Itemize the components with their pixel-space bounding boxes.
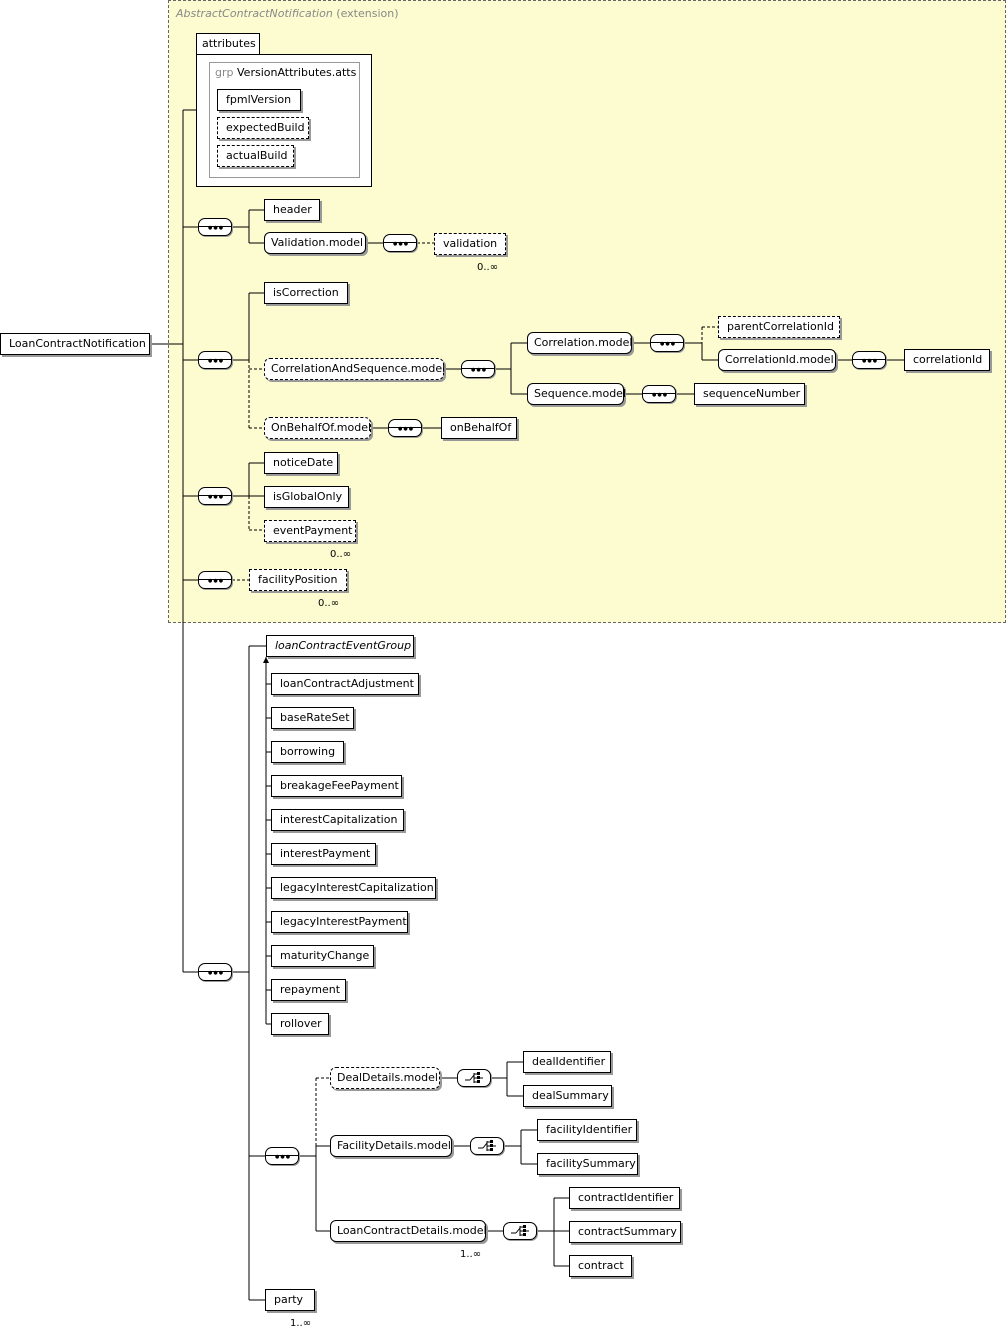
choice-icon <box>503 1222 537 1240</box>
attribute-group-label: grp VersionAttributes.atts <box>215 66 357 79</box>
element-dealIdentifier[interactable]: dealIdentifier <box>523 1051 611 1073</box>
sequence-icon <box>265 1147 299 1165</box>
element-eventPayment[interactable]: eventPayment <box>264 520 359 545</box>
group-correlationId-model[interactable]: CorrelationId.model <box>718 349 836 371</box>
element-contractIdentifier[interactable]: contractIdentifier <box>569 1187 680 1209</box>
cardinality-label: 0..∞ <box>477 262 499 273</box>
sequence-icon <box>642 385 676 403</box>
sequence-icon <box>388 419 422 437</box>
element-legacyInterestCapitalization[interactable]: legacyInterestCapitalization <box>271 877 436 899</box>
group-validation-model[interactable]: Validation.model <box>264 232 366 254</box>
element-maturityChange[interactable]: maturityChange <box>271 945 374 967</box>
cardinality-label: 1..∞ <box>290 1318 312 1329</box>
element-isGlobalOnly[interactable]: isGlobalOnly <box>264 486 349 508</box>
extension-title: AbstractContractNotification (extension) <box>176 7 399 20</box>
element-onBehalfOf[interactable]: onBehalfOf <box>441 417 517 439</box>
element-facilityPosition[interactable]: facilityPosition <box>249 569 350 594</box>
element-interestPayment[interactable]: interestPayment <box>271 843 376 865</box>
element-legacyInterestPayment[interactable]: legacyInterestPayment <box>271 911 408 933</box>
sequence-icon <box>650 334 684 352</box>
sequence-icon <box>461 360 495 378</box>
element-contractSummary[interactable]: contractSummary <box>569 1221 681 1243</box>
element-header[interactable]: header <box>264 199 320 221</box>
element-loanContractEventGroup[interactable]: loanContractEventGroup <box>266 635 414 657</box>
sequence-icon <box>198 487 232 505</box>
choice-icon <box>457 1069 491 1087</box>
element-loanContractAdjustment[interactable]: loanContractAdjustment <box>271 673 419 695</box>
attr-actualBuild[interactable]: actualBuild <box>217 145 294 167</box>
element-interestCapitalization[interactable]: interestCapitalization <box>271 809 404 831</box>
group-dealDetails-model[interactable]: DealDetails.model <box>330 1067 440 1089</box>
cardinality-label: 0..∞ <box>318 598 340 609</box>
cardinality-label: 0..∞ <box>330 549 352 560</box>
element-facilityIdentifier[interactable]: facilityIdentifier <box>537 1119 637 1141</box>
element-correlationId[interactable]: correlationId <box>904 349 990 371</box>
sequence-icon <box>852 351 886 369</box>
element-borrowing[interactable]: borrowing <box>271 741 344 763</box>
sequence-icon <box>198 351 232 369</box>
sequence-icon <box>198 218 232 236</box>
element-facilitySummary[interactable]: facilitySummary <box>537 1153 638 1175</box>
attribute-group-panel <box>209 62 360 178</box>
group-sequence-model[interactable]: Sequence.model <box>527 383 626 405</box>
sequence-icon <box>383 234 417 252</box>
element-rollover[interactable]: rollover <box>271 1013 329 1035</box>
element-baseRateSet[interactable]: baseRateSet <box>271 707 354 729</box>
attr-expectedBuild[interactable]: expectedBuild <box>217 117 309 139</box>
group-correlation-and-sequence-model[interactable]: CorrelationAndSequence.model <box>264 358 445 380</box>
group-facilityDetails-model[interactable]: FacilityDetails.model <box>330 1135 452 1157</box>
element-isCorrection[interactable]: isCorrection <box>264 282 348 304</box>
group-onBehalfOf-model[interactable]: OnBehalfOf.model <box>264 417 371 439</box>
element-noticeDate[interactable]: noticeDate <box>264 452 338 474</box>
choice-icon <box>470 1137 504 1155</box>
sequence-icon <box>198 963 232 981</box>
group-correlation-model[interactable]: Correlation.model <box>527 332 632 354</box>
element-validation[interactable]: validation <box>434 233 509 258</box>
group-loanContractDetails-model[interactable]: LoanContractDetails.model <box>330 1220 489 1245</box>
sequence-icon <box>198 571 232 589</box>
element-breakageFeePayment[interactable]: breakageFeePayment <box>271 775 402 797</box>
cardinality-label: 1..∞ <box>460 1249 482 1260</box>
attributes-tab: attributes <box>196 33 260 55</box>
element-party[interactable]: party <box>265 1289 318 1314</box>
attr-fpmlVersion[interactable]: fpmlVersion <box>217 89 301 111</box>
element-sequenceNumber[interactable]: sequenceNumber <box>694 383 805 405</box>
element-contract[interactable]: contract <box>569 1255 632 1277</box>
element-parentCorrelationId[interactable]: parentCorrelationId <box>718 316 840 338</box>
element-repayment[interactable]: repayment <box>271 979 346 1001</box>
element-dealSummary[interactable]: dealSummary <box>523 1085 612 1107</box>
root-element[interactable]: LoanContractNotification <box>0 333 150 355</box>
